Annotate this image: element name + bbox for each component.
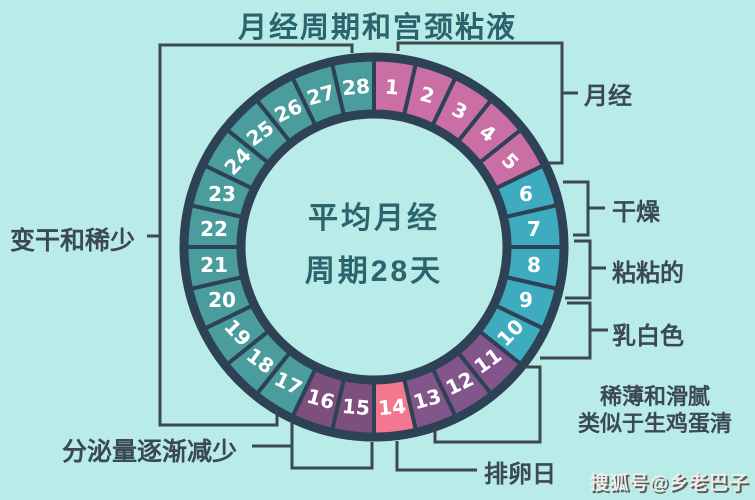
- center-text-line2: 周期28天: [304, 255, 444, 288]
- day-number-2: 2: [417, 82, 437, 109]
- label-dry: 干燥: [612, 199, 660, 226]
- callout-decreasing-secretion-bracket: [252, 423, 374, 470]
- callout-dry-bracket: [563, 180, 605, 237]
- label-thin-slippery-line2: 类似于生鸡蛋清: [577, 411, 732, 436]
- callout-menstruation-bracket: [396, 41, 578, 165]
- day-number-14: 14: [377, 394, 407, 420]
- day-number-20: 20: [208, 288, 236, 312]
- day-number-1: 1: [384, 74, 400, 99]
- label-ovulation-day: 排卵日: [484, 461, 556, 488]
- page-title: 月经周期和宫颈粘液: [237, 12, 517, 44]
- label-drying-scarce: 变干和稀少: [10, 227, 136, 255]
- center-text: 平均月经 周期28天: [305, 192, 443, 298]
- day-number-7: 7: [527, 217, 541, 241]
- day-number-23: 23: [208, 182, 236, 206]
- day-number-22: 22: [200, 217, 228, 241]
- label-decreasing-secretion: 分泌量逐渐减少: [62, 438, 238, 466]
- day-number-9: 9: [519, 288, 533, 312]
- ring-outer-rim: [179, 52, 569, 442]
- callout-drying-scarce-bracket: [147, 43, 354, 427]
- label-thin-slippery: 稀薄和滑腻 类似于生鸡蛋清: [557, 383, 753, 437]
- watermark: 搜狐号@乡老巴子: [589, 473, 749, 494]
- center-text-line1: 平均月经: [308, 202, 440, 235]
- bracket-line: [395, 441, 477, 472]
- callout-sticky-bracket: [565, 239, 606, 300]
- day-number-8: 8: [527, 253, 541, 277]
- callout-milky-white-bracket: [540, 301, 608, 360]
- bracket-line: [565, 239, 592, 300]
- callout-thin-slippery-bracket: [433, 365, 542, 444]
- day-number-28: 28: [341, 74, 371, 100]
- ring-rims: [179, 52, 569, 442]
- label-menstruation: 月经: [584, 83, 632, 110]
- label-sticky: 粘粘的: [612, 260, 684, 287]
- bracket-line: [396, 41, 564, 165]
- callout-ovulation-bracket: [395, 441, 477, 472]
- day-number-15: 15: [341, 394, 371, 420]
- bracket-line: [433, 365, 542, 444]
- day-number-6: 6: [519, 182, 533, 206]
- day-number-21: 21: [200, 253, 228, 277]
- ring-inner-rim: [236, 109, 512, 385]
- label-thin-slippery-line1: 稀薄和滑腻: [599, 384, 710, 409]
- label-milky-white: 乳白色: [612, 323, 684, 350]
